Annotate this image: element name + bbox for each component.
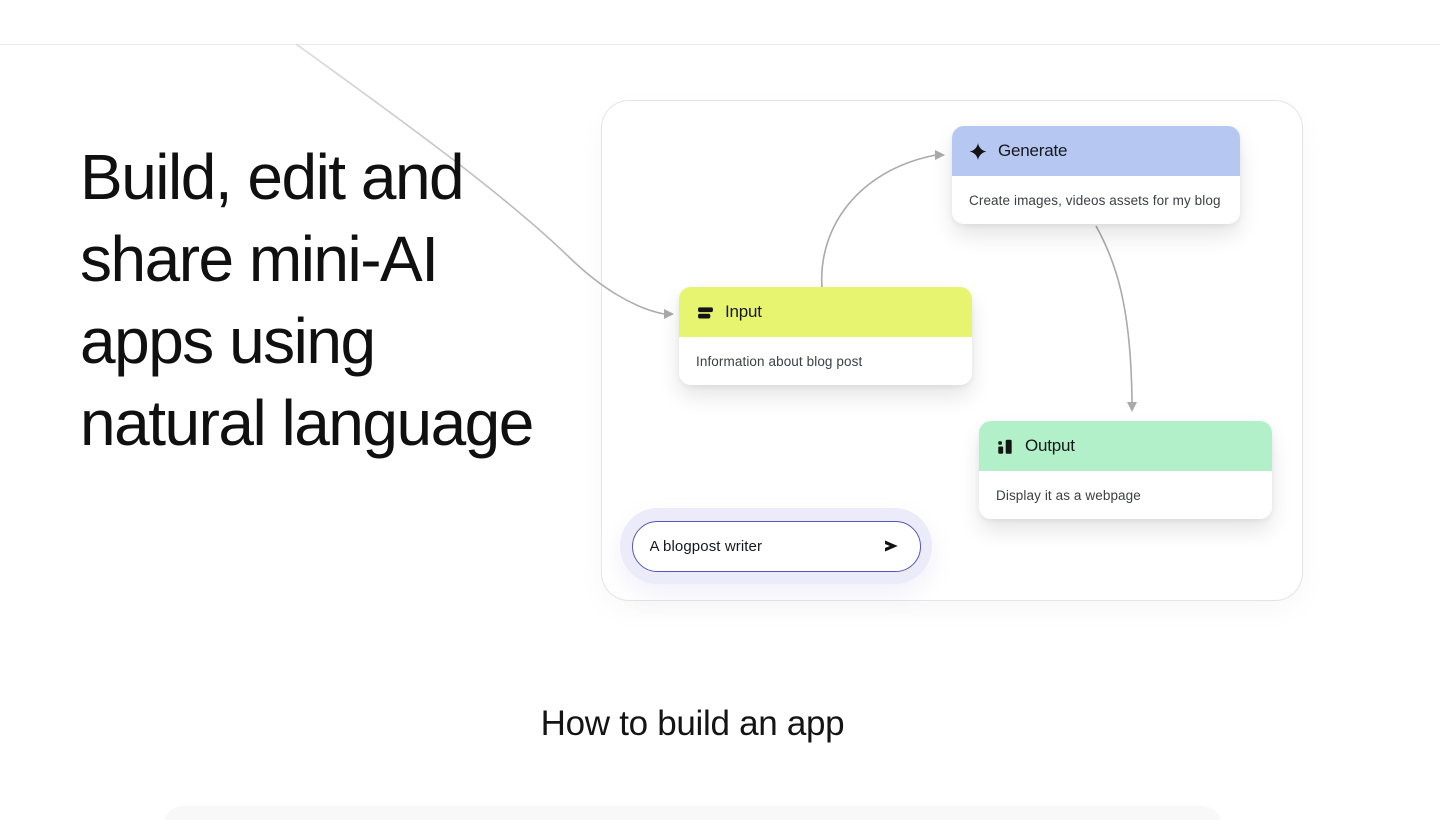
how-to-section-card xyxy=(163,806,1222,820)
send-button[interactable] xyxy=(878,533,904,559)
prompt-pill-glow xyxy=(620,508,932,584)
prompt-input[interactable] xyxy=(649,537,870,555)
flow-node-input: Input Information about blog post xyxy=(679,287,972,385)
headline-line-1: Build, edit and xyxy=(80,141,465,213)
generate-node-title: Generate xyxy=(998,141,1068,160)
page-title: Build, edit and share mini-AI apps using… xyxy=(80,136,640,464)
headline-line-3: apps using xyxy=(80,305,376,377)
input-node-title: Input xyxy=(725,302,762,321)
input-node-header: Input xyxy=(679,287,972,337)
output-node-description: Display it as a webpage xyxy=(996,487,1141,503)
flow-node-generate: Generate Create images, videos assets fo… xyxy=(952,126,1240,224)
text-lines-icon xyxy=(696,303,714,321)
headline-line-2: share mini-AI xyxy=(80,223,439,295)
top-divider xyxy=(0,44,1440,45)
output-node-body: Display it as a webpage xyxy=(979,471,1272,519)
prompt-pill xyxy=(631,520,921,572)
sparkle-icon xyxy=(969,142,987,160)
output-node-title: Output xyxy=(1025,436,1075,455)
section-heading: How to build an app xyxy=(540,704,845,743)
input-node-body: Information about blog post xyxy=(679,337,972,385)
generate-node-body: Create images, videos assets for my blog xyxy=(952,176,1240,224)
flow-node-output: Output Display it as a webpage xyxy=(979,421,1272,519)
headline-line-4: natural language xyxy=(80,387,534,459)
generate-node-description: Create images, videos assets for my blog xyxy=(969,192,1221,208)
bar-chart-icon xyxy=(996,437,1014,455)
output-node-header: Output xyxy=(979,421,1272,471)
input-node-description: Information about blog post xyxy=(696,353,863,369)
generate-node-header: Generate xyxy=(952,126,1240,176)
send-icon xyxy=(882,537,900,555)
